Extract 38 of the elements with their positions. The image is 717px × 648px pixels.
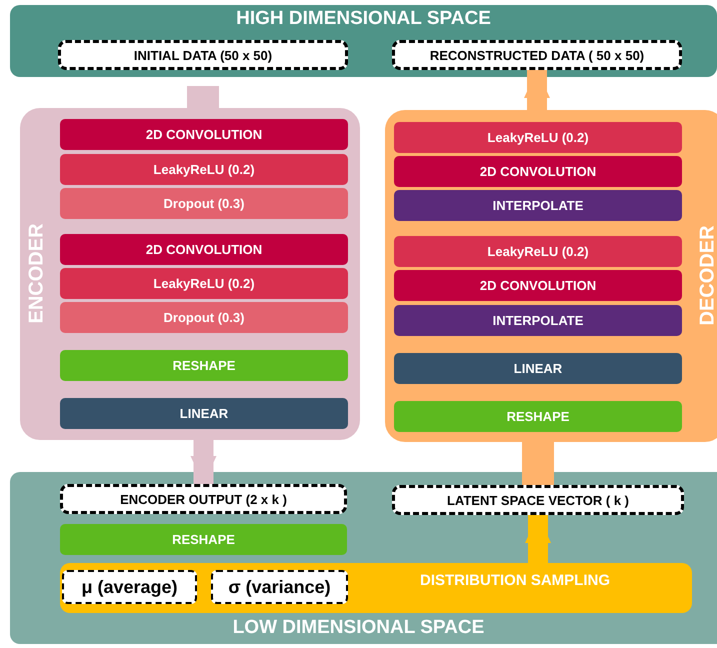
layer-block: Dropout (0.3)	[60, 188, 348, 219]
layer-block: LINEAR	[60, 398, 348, 429]
data-box: ENCODER OUTPUT (2 x k )	[60, 484, 347, 514]
connector-tab	[522, 442, 554, 485]
layer-block: RESHAPE	[394, 401, 682, 432]
panel-title: DECODER	[696, 226, 717, 326]
data-box: RECONSTRUCTED DATA ( 50 x 50)	[392, 40, 682, 70]
arrow	[190, 440, 216, 484]
layer-block: LeakyReLU (0.2)	[394, 122, 682, 153]
layer-block: INTERPOLATE	[394, 305, 682, 336]
layer-block: RESHAPE	[60, 350, 348, 381]
space-band	[10, 472, 717, 644]
layer-block: 2D CONVOLUTION	[394, 270, 682, 301]
layer-block: LeakyReLU (0.2)	[60, 268, 348, 299]
layer-block: 2D CONVOLUTION	[60, 119, 348, 150]
parameter-box: σ (variance)	[211, 570, 348, 604]
band-title: HIGH DIMENSIONAL SPACE	[235, 8, 492, 30]
bar-label: DISTRIBUTION SAMPLING	[419, 572, 611, 589]
band-title: LOW DIMENSIONAL SPACE	[232, 617, 486, 639]
data-box: INITIAL DATA (50 x 50)	[58, 40, 348, 70]
layer-block: LeakyReLU (0.2)	[60, 154, 348, 185]
decoder-panel	[385, 110, 717, 442]
layer-block: INTERPOLATE	[394, 190, 682, 221]
layer-block: RESHAPE	[60, 524, 347, 555]
data-box: LATENT SPACE VECTOR ( k )	[392, 485, 684, 515]
layer-block: 2D CONVOLUTION	[394, 156, 682, 187]
panel-title: ENCODER	[26, 224, 48, 324]
layer-block: LINEAR	[394, 353, 682, 384]
layer-block: Dropout (0.3)	[60, 302, 348, 333]
layer-block: LeakyReLU (0.2)	[394, 236, 682, 267]
connector-tab	[187, 86, 219, 108]
arrow	[524, 70, 550, 110]
parameter-box: μ (average)	[62, 570, 197, 604]
space-band	[10, 5, 717, 77]
arrow	[525, 515, 551, 563]
sampling-bar	[60, 563, 692, 613]
encoder-panel	[20, 108, 360, 440]
layer-block: 2D CONVOLUTION	[60, 234, 348, 265]
